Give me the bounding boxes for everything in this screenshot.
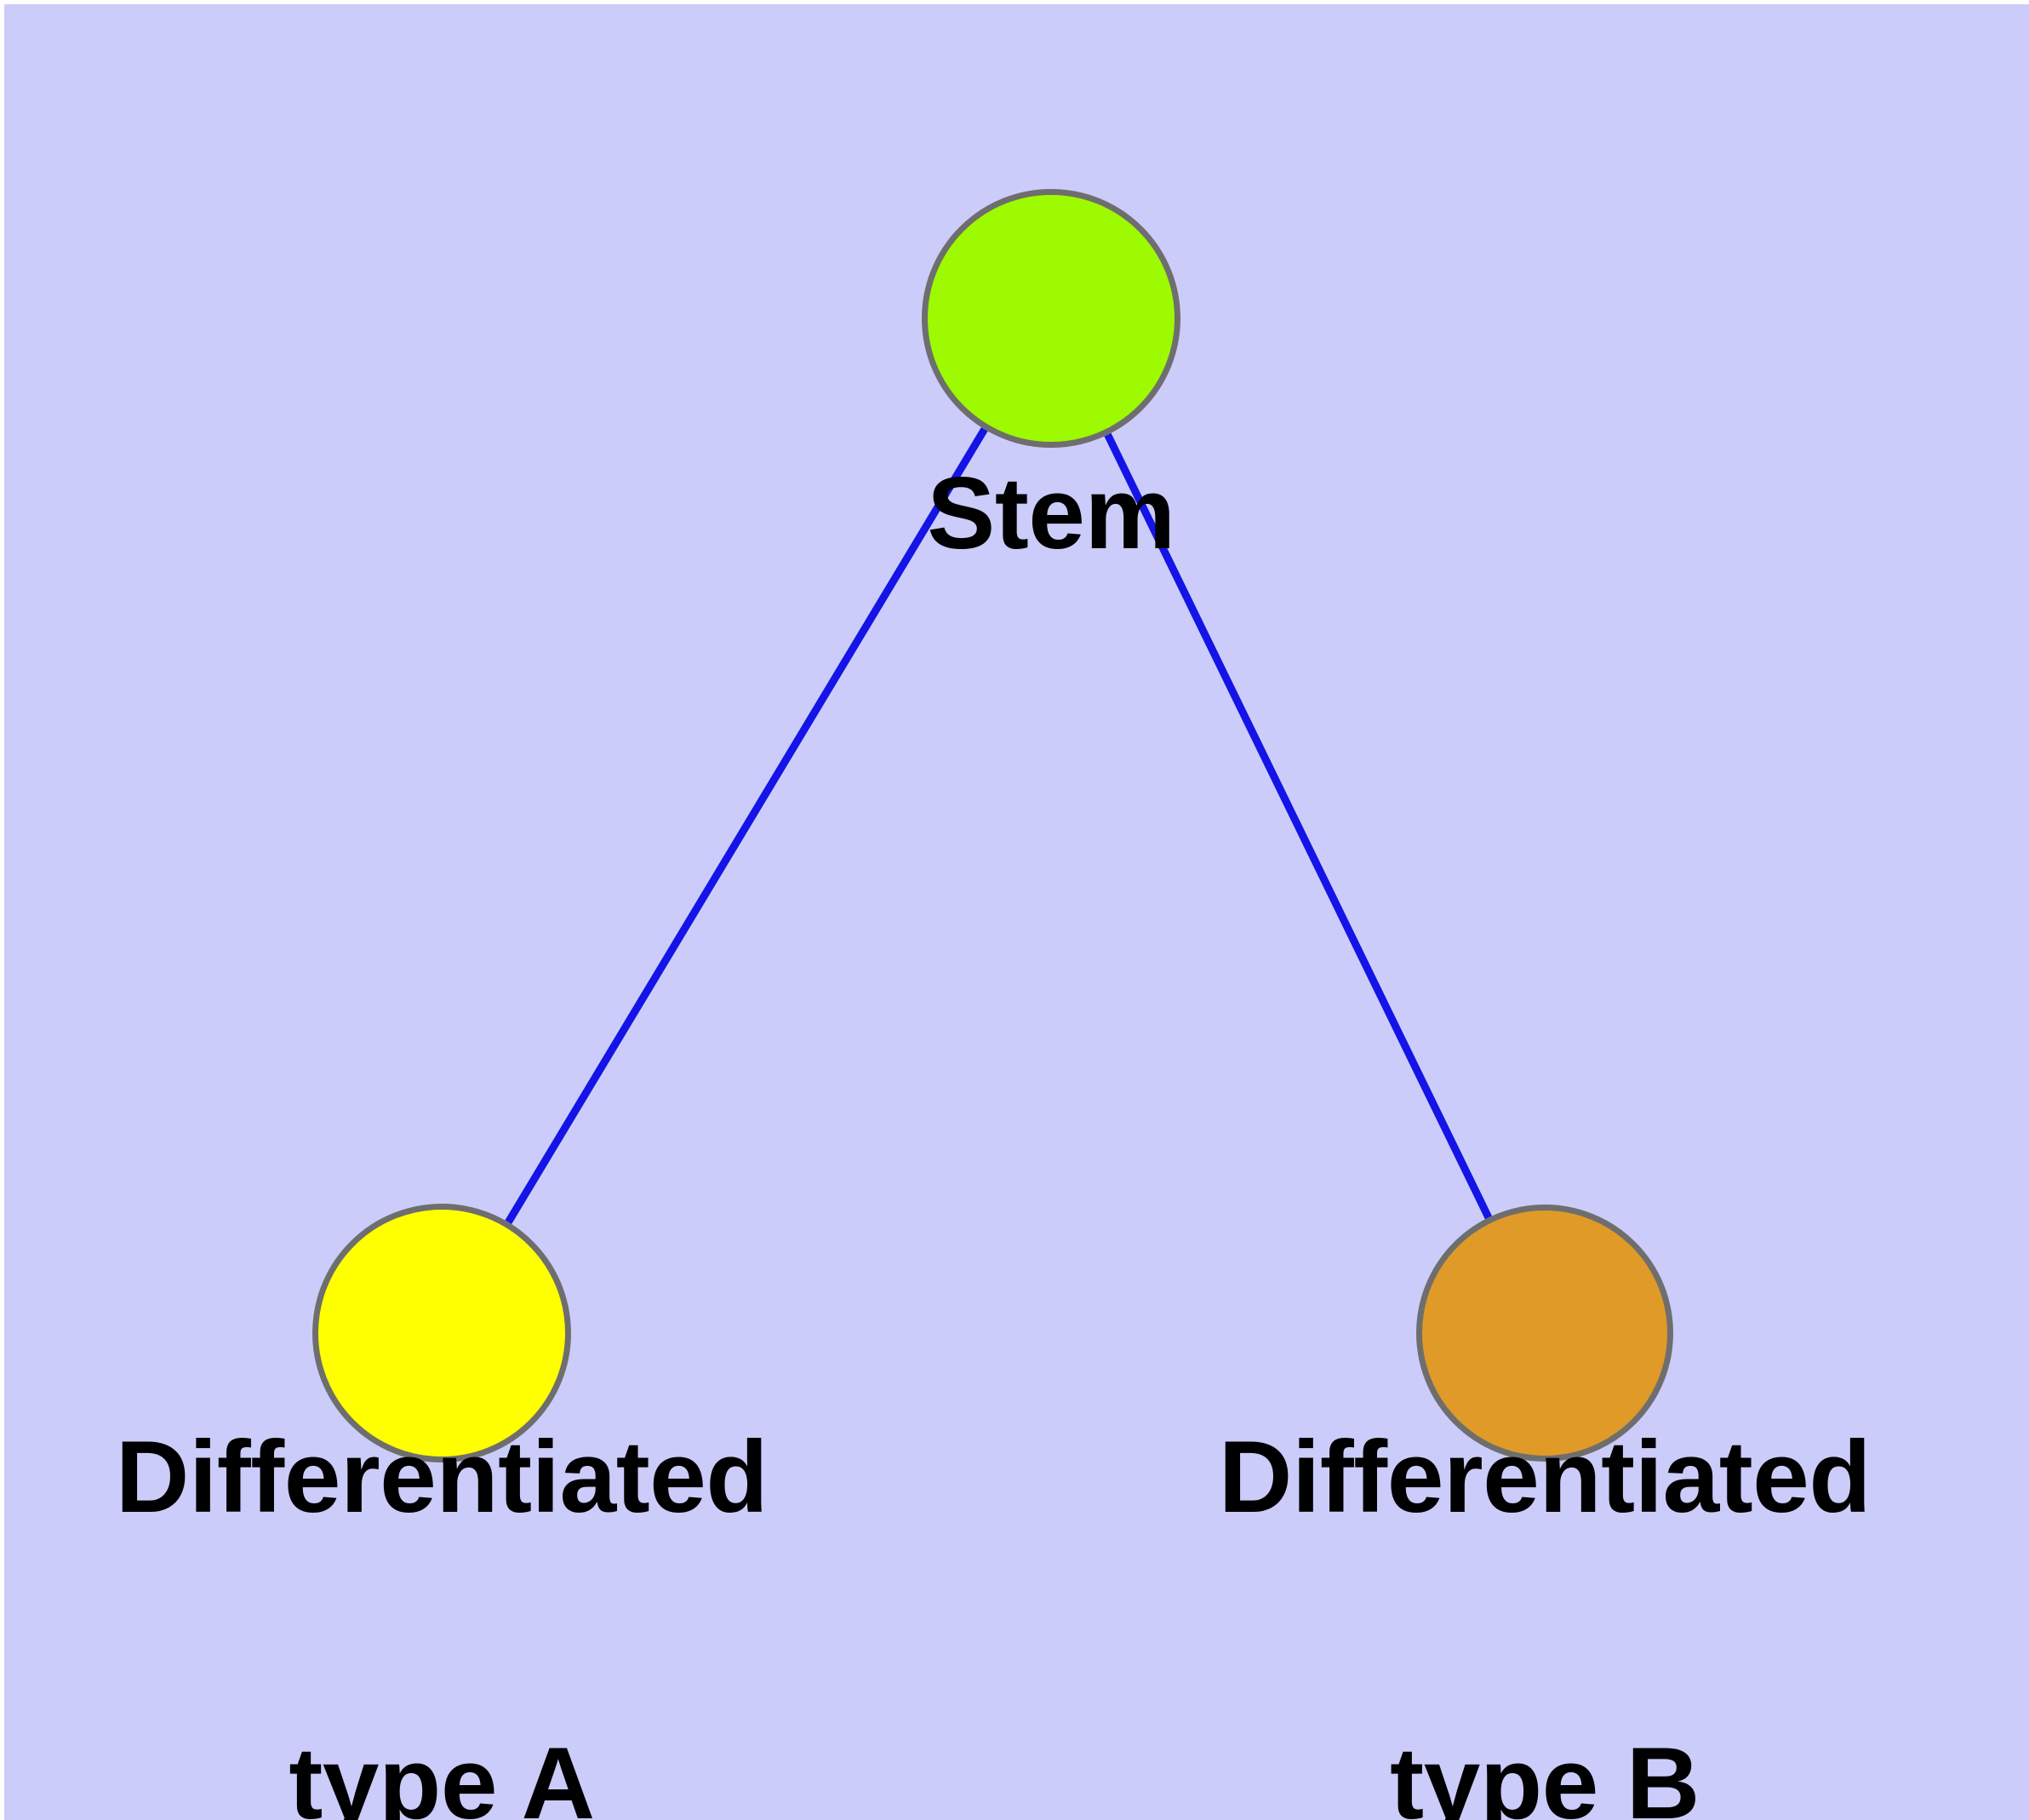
node-layer [312,189,1673,1462]
edge-layer [505,426,1492,1225]
node-diff-a-circle[interactable] [312,1204,571,1462]
node-stem-circle[interactable] [922,189,1180,448]
edge-stem-to-diff-b [1104,432,1492,1220]
node-diff-b-circle[interactable] [1416,1205,1673,1462]
edge-stem-to-diff-a [505,426,988,1225]
